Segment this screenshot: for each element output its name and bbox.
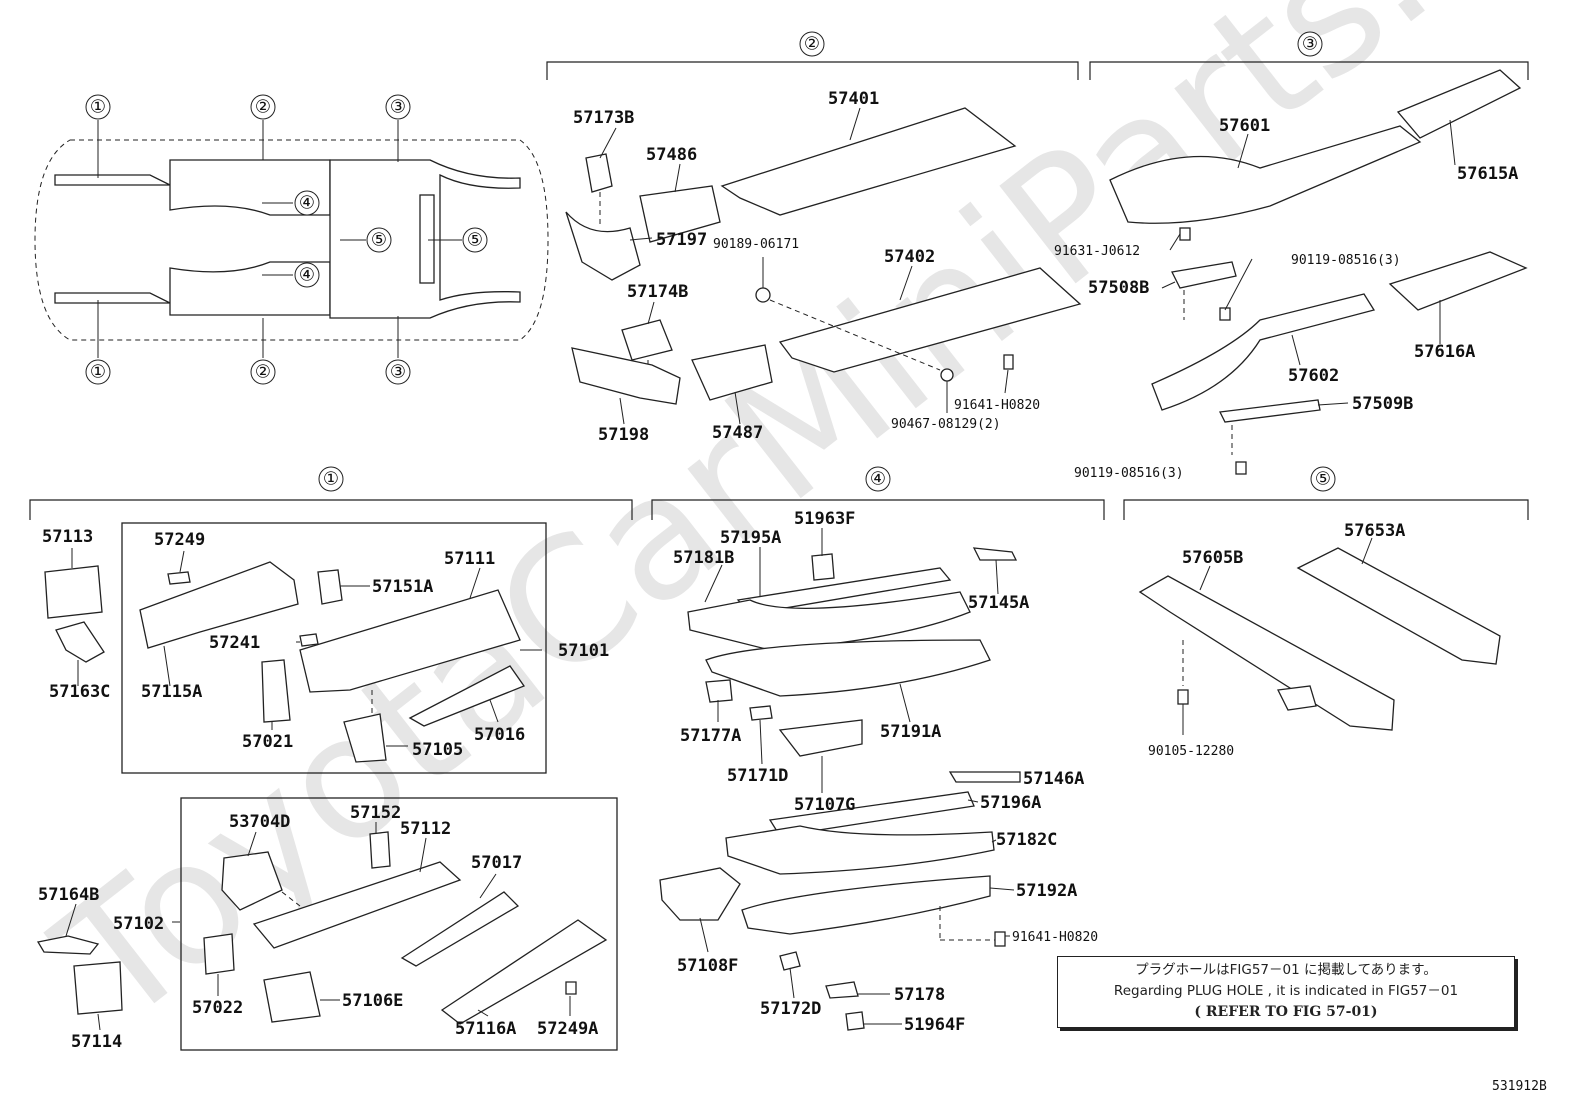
section-5-header: ⑤ — [1315, 469, 1331, 490]
section-4-parts — [659, 528, 1021, 1031]
label-57151A: 57151A — [372, 577, 433, 597]
section-4-header: ④ — [870, 469, 886, 490]
note-line-japanese: プラグホールはFIG57－01 に掲載してあります。 — [1135, 962, 1437, 978]
label-57173B: 57173B — [573, 108, 634, 128]
section-1-parts — [44, 548, 542, 763]
label-90105-12280: 90105-12280 — [1148, 744, 1234, 759]
label-57112: 57112 — [400, 819, 451, 839]
label-57172D: 57172D — [760, 999, 821, 1019]
label-57181B: 57181B — [673, 548, 734, 568]
label-57152: 57152 — [350, 803, 401, 823]
label-57653A: 57653A — [1344, 521, 1405, 541]
figure-id: 531912B — [1492, 1079, 1547, 1094]
car-overview: ① ① ② ② ③ ③ ④ ④ ⑤ ⑤ — [34, 94, 549, 385]
overview-marker-1-top: ① — [90, 97, 106, 118]
label-57605B: 57605B — [1182, 548, 1243, 568]
label-57177A: 57177A — [680, 726, 741, 746]
label-90119-08516-bottom: 90119-08516(3) — [1074, 466, 1184, 481]
label-57615A: 57615A — [1457, 164, 1518, 184]
label-57113: 57113 — [42, 527, 93, 547]
label-57101: 57101 — [558, 641, 609, 661]
label-57174B: 57174B — [627, 282, 688, 302]
label-57602: 57602 — [1288, 366, 1339, 386]
label-57616A: 57616A — [1414, 342, 1475, 362]
label-57108F: 57108F — [677, 956, 738, 976]
plug-hole-note: プラグホールはFIG57－01 に掲載してあります。 Regarding PLU… — [1057, 956, 1515, 1028]
overview-marker-2-bottom: ② — [255, 362, 271, 383]
overview-marker-3-top: ③ — [390, 97, 406, 118]
label-57163C: 57163C — [49, 682, 110, 702]
label-57249A: 57249A — [537, 1019, 598, 1039]
label-90189-06171: 90189-06171 — [713, 237, 799, 252]
label-51964F: 51964F — [904, 1015, 965, 1035]
label-57402: 57402 — [884, 247, 935, 267]
overview-marker-3-bottom: ③ — [390, 362, 406, 383]
label-57146A: 57146A — [1023, 769, 1084, 789]
assembly-box-57101 — [121, 522, 547, 774]
label-57198: 57198 — [598, 425, 649, 445]
label-57401: 57401 — [828, 89, 879, 109]
section-5-parts — [1138, 537, 1501, 735]
part-labels: 57173B 57486 57401 57601 57615A 90189-06… — [38, 89, 1547, 1094]
label-57196A: 57196A — [980, 793, 1041, 813]
label-57017: 57017 — [471, 853, 522, 873]
label-91641-H0820-bottom: 91641-H0820 — [1012, 930, 1098, 945]
note-line-reference: ( REFER TO FIG 57-01) — [1194, 1004, 1378, 1020]
overview-marker-4-top: ④ — [299, 193, 315, 214]
label-53704D: 53704D — [229, 812, 290, 832]
section-brackets: ② ③ ① ④ ⑤ — [29, 31, 1529, 1051]
label-57486: 57486 — [646, 145, 697, 165]
overview-marker-5-right: ⑤ — [467, 230, 483, 251]
label-57197: 57197 — [656, 230, 707, 250]
label-57107G: 57107G — [794, 795, 855, 815]
note-line-english: Regarding PLUG HOLE , it is indicated in… — [1113, 983, 1459, 999]
label-91631-J0612: 91631-J0612 — [1054, 244, 1140, 259]
label-90119-08516-top: 90119-08516(3) — [1291, 253, 1401, 268]
section-2-parts — [565, 107, 1082, 425]
label-57021: 57021 — [242, 732, 293, 752]
label-57116A: 57116A — [455, 1019, 516, 1039]
assembly-box-57102 — [180, 797, 618, 1051]
label-57022: 57022 — [192, 998, 243, 1018]
label-57195A: 57195A — [720, 528, 781, 548]
label-57102: 57102 — [113, 914, 164, 934]
section-3-parts — [1109, 69, 1528, 475]
label-57111: 57111 — [444, 549, 495, 569]
label-57178: 57178 — [894, 985, 945, 1005]
label-57487: 57487 — [712, 423, 763, 443]
label-57182C: 57182C — [996, 830, 1057, 850]
label-57192A: 57192A — [1016, 881, 1077, 901]
label-57601: 57601 — [1219, 116, 1270, 136]
label-91641-H0820-top: 91641-H0820 — [954, 398, 1040, 413]
label-57114: 57114 — [71, 1032, 122, 1052]
section-2-header: ② — [804, 34, 820, 55]
label-57115A: 57115A — [141, 682, 202, 702]
section-3-header: ③ — [1302, 34, 1318, 55]
label-57249: 57249 — [154, 530, 205, 550]
overview-marker-1-bottom: ① — [90, 362, 106, 383]
overview-marker-4-bottom: ④ — [299, 265, 315, 286]
label-57164B: 57164B — [38, 885, 99, 905]
label-57241: 57241 — [209, 633, 260, 653]
label-57191A: 57191A — [880, 722, 941, 742]
overview-marker-5-left: ⑤ — [371, 230, 387, 251]
label-57016: 57016 — [474, 725, 525, 745]
section-1-lower-parts — [36, 822, 608, 1031]
section-1-header: ① — [323, 469, 339, 490]
overview-marker-2-top: ② — [255, 97, 271, 118]
label-57106E: 57106E — [342, 991, 403, 1011]
label-57171D: 57171D — [727, 766, 788, 786]
label-57105: 57105 — [412, 740, 463, 760]
label-57509B: 57509B — [1352, 394, 1413, 414]
label-90467-08129: 90467-08129(2) — [891, 417, 1001, 432]
label-51963F: 51963F — [794, 509, 855, 529]
label-57145A: 57145A — [968, 593, 1029, 613]
label-57508B: 57508B — [1088, 278, 1149, 298]
